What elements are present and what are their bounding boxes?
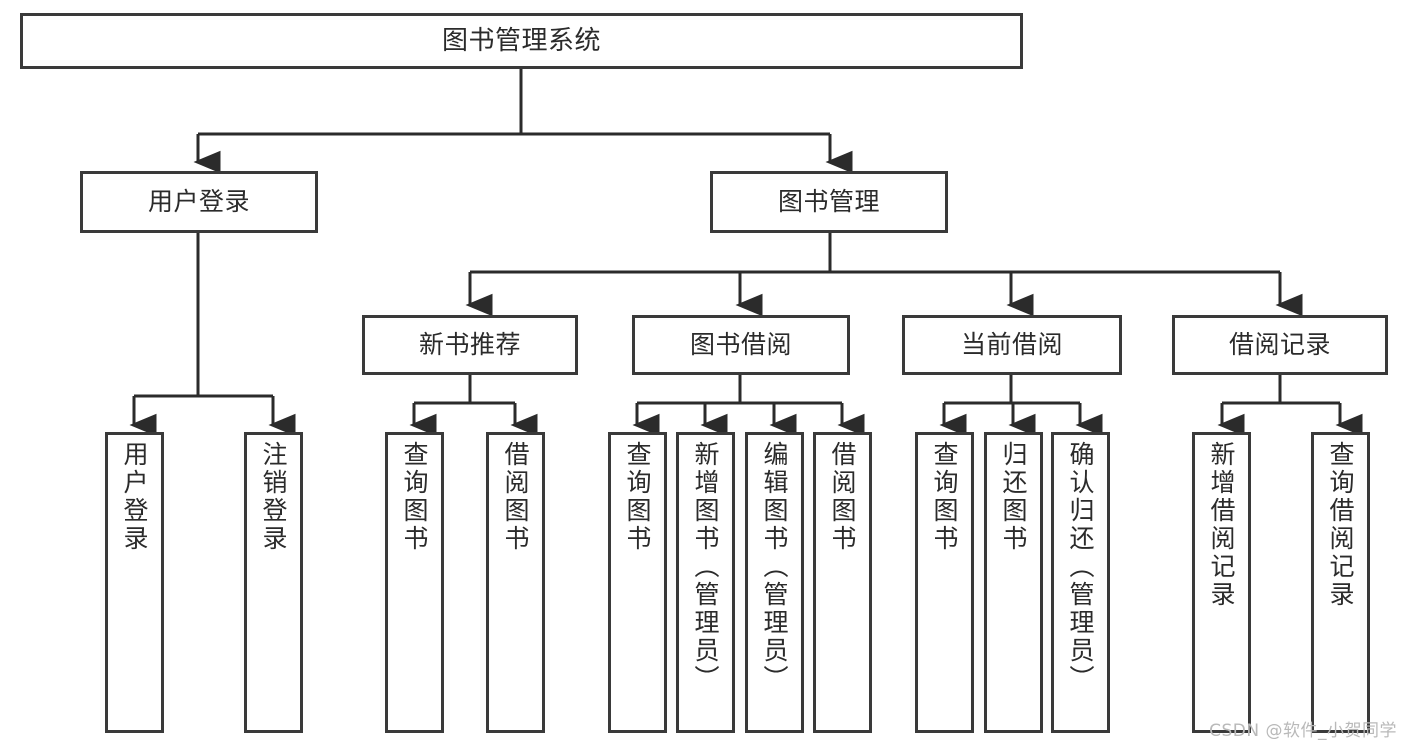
node-label: 图书管理系统 [441,25,601,56]
node-label: 借阅图书 [828,441,857,553]
node-new-book-recommend[interactable]: 新书推荐 [362,315,578,375]
node-label: 查询图书 [623,441,652,553]
node-label: 查询图书 [930,441,959,553]
node-label: 新增借阅记录 [1207,441,1236,609]
node-label: 查询图书 [400,441,429,553]
leaf-current-return-books[interactable]: 归还图书 [984,432,1043,733]
leaf-records-add-record[interactable]: 新增借阅记录 [1192,432,1251,733]
leaf-current-query-books[interactable]: 查询图书 [915,432,974,733]
node-label: 借阅图书 [501,441,530,553]
node-user-login[interactable]: 用户登录 [80,171,318,233]
node-label: 图书管理 [777,187,880,217]
node-root-system[interactable]: 图书管理系统 [20,13,1023,69]
node-label: 用户登录 [120,441,149,553]
node-label: 借阅记录 [1228,330,1331,360]
node-label: 注销登录 [259,441,288,553]
node-book-management[interactable]: 图书管理 [710,171,948,233]
node-label: 编辑图书（管理员） [760,441,789,693]
csdn-watermark: CSDN @软件_小贺同学 [1209,721,1397,741]
node-book-borrow[interactable]: 图书借阅 [632,315,850,375]
leaf-newbook-query-books[interactable]: 查询图书 [385,432,444,733]
leaf-user-login[interactable]: 用户登录 [105,432,164,733]
node-label: 新增图书（管理员） [691,441,720,693]
node-label: 查询借阅记录 [1326,441,1355,609]
leaf-current-confirm-return-admin[interactable]: 确认归还（管理员） [1051,432,1110,733]
leaf-records-query-record[interactable]: 查询借阅记录 [1311,432,1370,733]
node-label: 用户登录 [147,187,250,217]
node-borrow-records[interactable]: 借阅记录 [1172,315,1388,375]
node-label: 新书推荐 [418,330,521,360]
leaf-newbook-borrow-books[interactable]: 借阅图书 [486,432,545,733]
node-label: 当前借阅 [960,330,1063,360]
node-current-borrow[interactable]: 当前借阅 [902,315,1122,375]
node-label: 确认归还（管理员） [1066,441,1095,693]
node-label: 图书借阅 [689,330,792,360]
leaf-borrow-edit-book-admin[interactable]: 编辑图书（管理员） [745,432,804,733]
node-label: 归还图书 [999,441,1028,553]
leaf-borrow-add-book-admin[interactable]: 新增图书（管理员） [676,432,735,733]
leaf-user-logout[interactable]: 注销登录 [244,432,303,733]
leaf-borrow-query-books[interactable]: 查询图书 [608,432,667,733]
leaf-borrow-borrow-books[interactable]: 借阅图书 [813,432,872,733]
